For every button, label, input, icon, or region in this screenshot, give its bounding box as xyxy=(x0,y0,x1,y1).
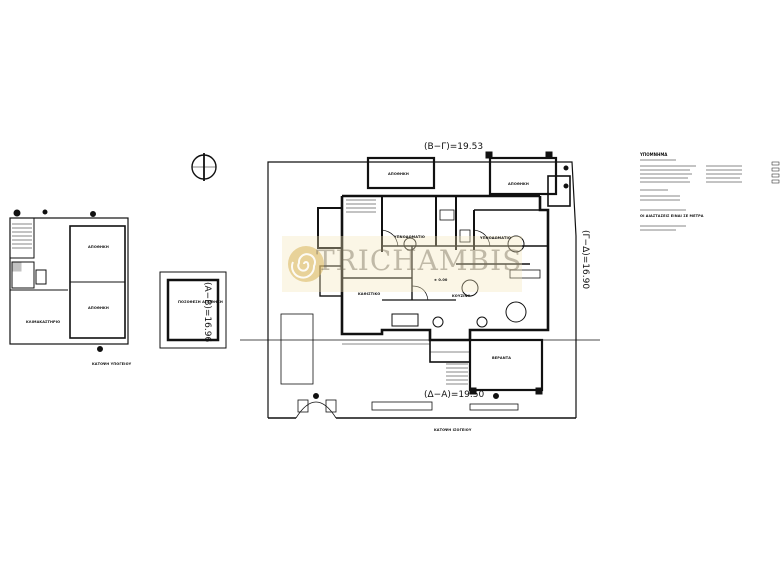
dimension-right: (Γ−Δ)=16.90 xyxy=(580,230,590,290)
room-label: ΒΕΡΑΝΤΑ xyxy=(492,356,512,360)
dimension-top: (B−Γ)=19.53 xyxy=(424,142,484,152)
watermark-banner xyxy=(282,236,522,292)
legend-note: ΟΙ ΔΙΑΣΤΑΣΕΙΣ ΕΙΝΑΙ ΣΕ ΜΕΤΡΑ xyxy=(640,214,704,218)
caption-left-plan: ΚΑΤΟΨΗ ΥΠΟΓΕΙΟΥ xyxy=(92,362,132,366)
room-label: ΥΠΝΟΔΩΜΑΤΙΟ xyxy=(480,236,512,240)
level-mark: ± 0.00 xyxy=(434,278,448,282)
room-label: ΑΠΟΘΗΚΗ xyxy=(388,172,409,176)
dimension-left: (A−B)=16.96 xyxy=(202,282,212,343)
watermark-text: TRICHAMBIS xyxy=(316,244,523,277)
spiral-logo-icon xyxy=(282,236,522,292)
room-label: ΚΟΥΖΙΝΑ xyxy=(452,294,471,298)
north-arrow xyxy=(191,153,217,181)
room-label: ΑΠΟΘΗΚΗ xyxy=(88,245,109,249)
left-plan xyxy=(9,209,129,352)
caption-main-plan: ΚΑΤΟΨΗ ΙΣΟΓΕΙΟΥ xyxy=(434,428,472,432)
room-label: ΚΛΙΜΑΚΑΣΤΗΡΙΟ xyxy=(26,320,61,324)
room-label: ΚΑΘΙΣΤΙΚΟ xyxy=(358,292,381,296)
room-label: ΑΠΟΘΗΚΗ xyxy=(88,306,109,310)
legend-box xyxy=(640,159,780,231)
dimension-bottom: (Δ−A)=19.50 xyxy=(424,390,485,400)
room-label: ΠΟΣΟΘΕΣΗ ΑΠΟΘΗΚΗ xyxy=(178,300,223,304)
room-label: ΥΠΝΟΔΩΜΑΤΙΟ xyxy=(394,235,426,239)
main-plan xyxy=(240,151,600,419)
room-label: ΑΠΟΘΗΚΗ xyxy=(508,182,529,186)
legend-title: ΥΠΟΜΝΗΜΑ xyxy=(640,152,668,157)
